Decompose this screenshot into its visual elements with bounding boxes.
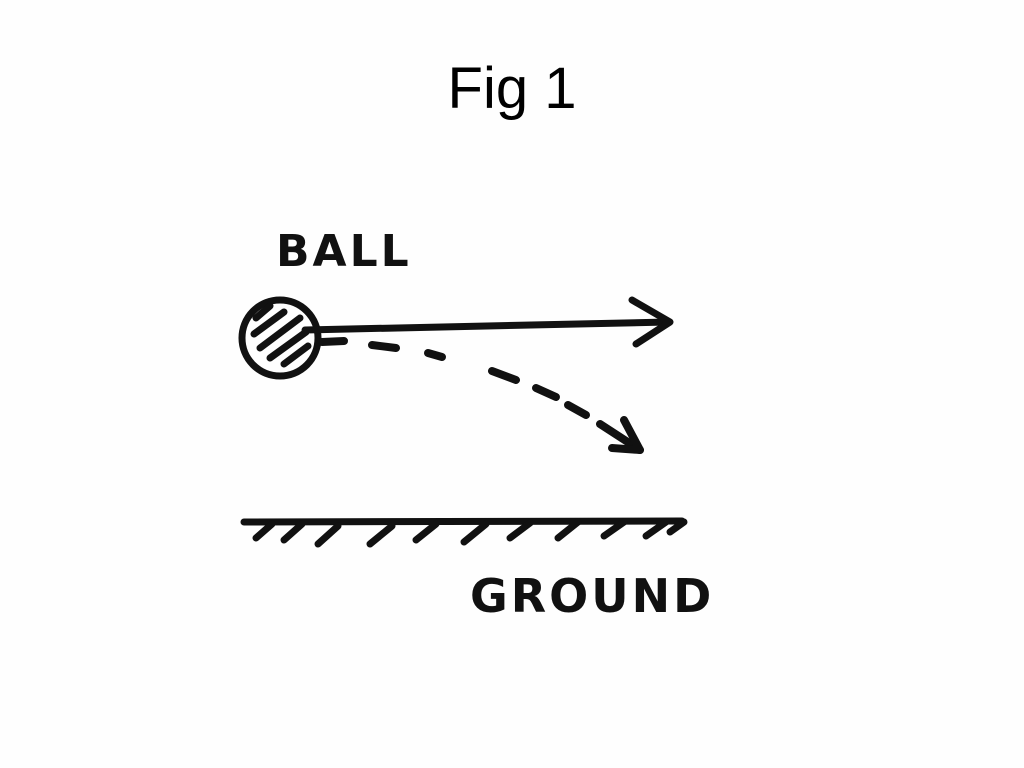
figure-title: Fig 1 — [447, 56, 577, 121]
ground-line — [240, 517, 688, 548]
ball-label: BALL — [276, 226, 412, 277]
ground-label: GROUND — [470, 569, 714, 623]
ball-hatching — [250, 302, 312, 368]
straight-path-arrow — [301, 296, 674, 348]
ball — [238, 296, 322, 380]
curved-path-arrow — [318, 337, 644, 454]
